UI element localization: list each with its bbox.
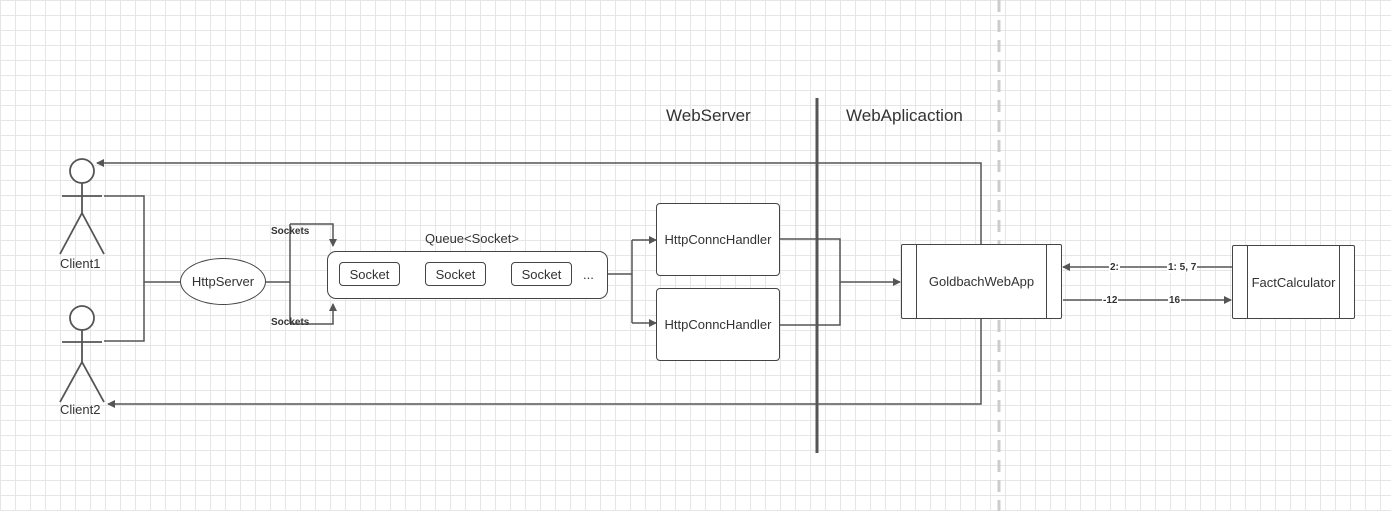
server-sockets-fork <box>266 223 337 325</box>
http-connc-handler-1: HttpConncHandler <box>656 203 780 276</box>
queue-socket-1-label: Socket <box>349 266 390 282</box>
queue-ellipsis: ... <box>583 267 594 282</box>
queue-socket-3: Socket <box>511 262 572 286</box>
return-message-left-label: 2: <box>1109 262 1120 273</box>
handlers-to-webapp-connector <box>780 238 901 326</box>
client1-label: Client1 <box>60 256 101 271</box>
fact-calculator-label: FactCalculator <box>1251 274 1336 290</box>
http-connc-handler-2-label: HttpConncHandler <box>664 317 772 332</box>
request-message-right-label: 16 <box>1168 295 1182 306</box>
web-application-section-title: WebAplicaction <box>846 106 963 125</box>
fact-calculator-node: FactCalculator <box>1232 245 1355 319</box>
web-server-section-title: WebServer <box>666 106 751 125</box>
queue-to-handlers-connector <box>608 236 657 327</box>
sockets-label-top: Sockets <box>271 226 310 237</box>
queue-socket-3-label: Socket <box>521 266 562 282</box>
http-server-label: HttpServer <box>191 274 255 289</box>
queue-socket-2: Socket <box>425 262 486 286</box>
client2-label: Client2 <box>60 402 101 417</box>
response-to-client1-connector <box>96 159 982 244</box>
goldbach-web-app-node: GoldbachWebApp <box>901 244 1062 319</box>
http-connc-handler-2: HttpConncHandler <box>656 288 780 361</box>
http-connc-handler-1-label: HttpConncHandler <box>664 232 772 247</box>
http-server-node: HttpServer <box>180 258 266 305</box>
client1-actor-icon <box>59 158 105 255</box>
queue-socket-1: Socket <box>339 262 400 286</box>
return-message-right-label: 1: 5, 7 <box>1167 262 1198 273</box>
queue-title: Queue<Socket> <box>425 231 519 246</box>
goldbach-web-app-label: GoldbachWebApp <box>928 274 1035 289</box>
clients-to-server-connector <box>104 195 180 342</box>
queue-socket-2-label: Socket <box>435 266 476 282</box>
request-message-left-label: -12 <box>1102 295 1119 306</box>
response-to-client2-connector <box>107 319 982 408</box>
client2-actor-icon <box>59 305 105 403</box>
sockets-label-bottom: Sockets <box>271 317 310 328</box>
